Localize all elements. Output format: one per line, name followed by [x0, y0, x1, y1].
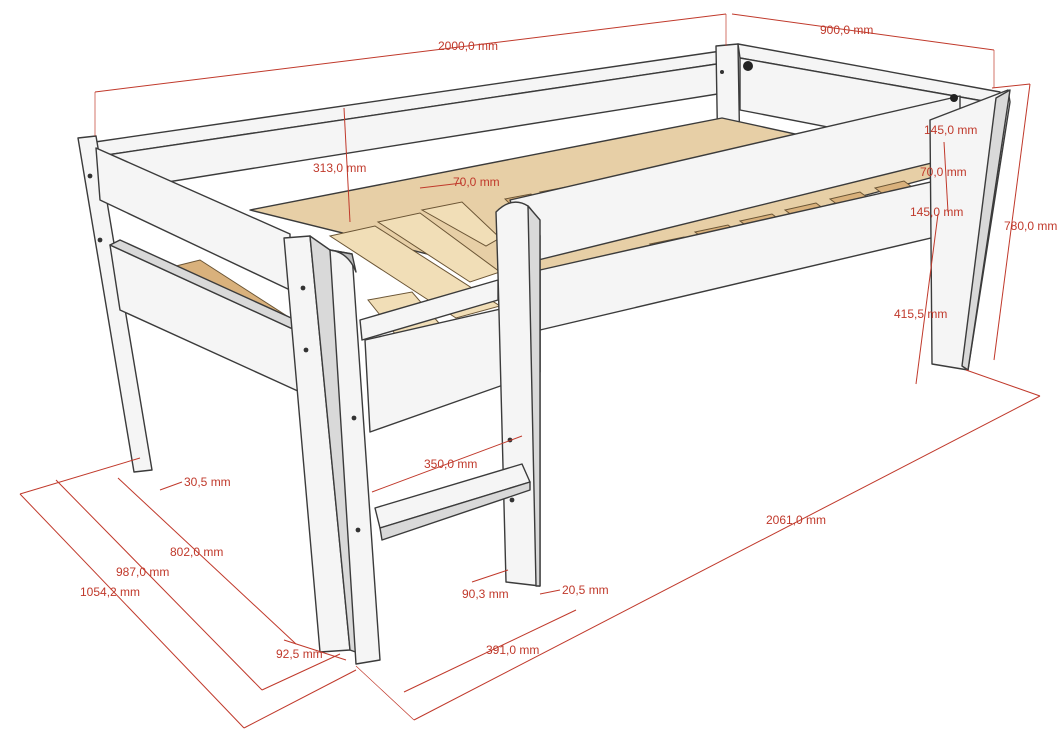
- ladder-step-label: 350,0 mm: [424, 457, 477, 471]
- near-head-leg-back: [77, 135, 153, 473]
- total-length-with-ladder-label: 2061,0 mm: [766, 513, 826, 527]
- ladder-depth-label: 391,0 mm: [486, 643, 539, 657]
- side-board-bottom-label: 145,0 mm: [910, 205, 963, 219]
- dimension-labels: 2000,0 mm 900,0 mm 313,0 mm 70,0 mm 145,…: [80, 23, 1057, 661]
- ladder-post-thickness-label: 20,5 mm: [562, 583, 609, 597]
- slat-width-label: 70,0 mm: [453, 175, 500, 189]
- total-depth-label: 1054,2 mm: [80, 585, 140, 599]
- near-foot-leg-cap: [329, 249, 357, 273]
- total-height-label: 780,0 mm: [1004, 219, 1057, 233]
- dimension-lines: [19, 13, 1041, 729]
- overall-width-label: 900,0 mm: [820, 23, 873, 37]
- under-clearance-label: 415,5 mm: [894, 307, 947, 321]
- inner-width-label: 802,0 mm: [170, 545, 223, 559]
- bolt-holes: [87, 61, 958, 533]
- side-gap-label: 70,0 mm: [920, 165, 967, 179]
- ladder-step-bottom: [379, 481, 531, 541]
- ladder-post-side: [527, 205, 541, 587]
- side-board-top-label: 145,0 mm: [924, 123, 977, 137]
- overall-length-label: 2000,0 mm: [438, 39, 498, 53]
- far-foot-leg-side: [961, 89, 1011, 371]
- rail-height-label: 313,0 mm: [313, 161, 366, 175]
- ladder-post-label: 90,3 mm: [462, 587, 509, 601]
- outer-width-label: 987,0 mm: [116, 565, 169, 579]
- leg-thickness-label: 30,5 mm: [184, 475, 231, 489]
- leg-width-label: 92,5 mm: [276, 647, 323, 661]
- bed-drawing: [77, 43, 1011, 665]
